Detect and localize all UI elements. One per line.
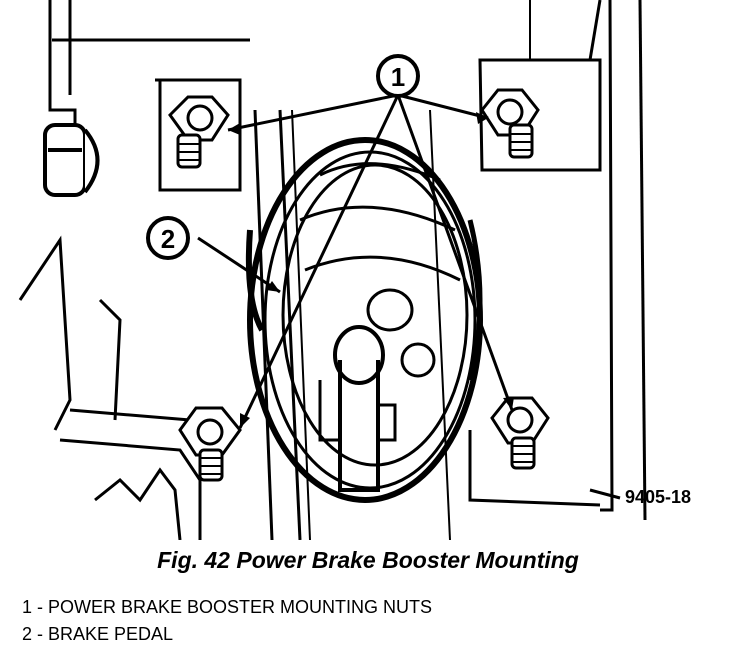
legend: 1 - POWER BRAKE BOOSTER MOUNTING NUTS 2 … xyxy=(22,594,432,648)
callout-2: 2 xyxy=(146,216,190,260)
figure-caption: Fig. 42 Power Brake Booster Mounting xyxy=(157,547,579,573)
leader-lines xyxy=(197,93,621,500)
legend-item-2: 2 - BRAKE PEDAL xyxy=(22,624,174,644)
firewall-structure xyxy=(18,0,647,540)
mounting-nut-upper-right xyxy=(480,88,540,159)
mounting-nut-upper-left xyxy=(168,95,230,169)
callout-2-number: 2 xyxy=(161,224,175,254)
large-nut-left xyxy=(43,123,100,197)
leader-arrowheads xyxy=(228,112,514,428)
brake-booster xyxy=(245,137,483,503)
callout-1-number: 1 xyxy=(391,62,405,92)
booster-mounting-illustration: 1 2 9405-18 xyxy=(18,0,691,540)
callout-1: 1 xyxy=(376,54,420,98)
mounting-nut-lower-right xyxy=(490,396,550,470)
legend-item-1: 1 - POWER BRAKE BOOSTER MOUNTING NUTS xyxy=(22,597,433,617)
mounting-nut-lower-left xyxy=(178,406,242,482)
figure-code: 9405-18 xyxy=(625,487,691,507)
